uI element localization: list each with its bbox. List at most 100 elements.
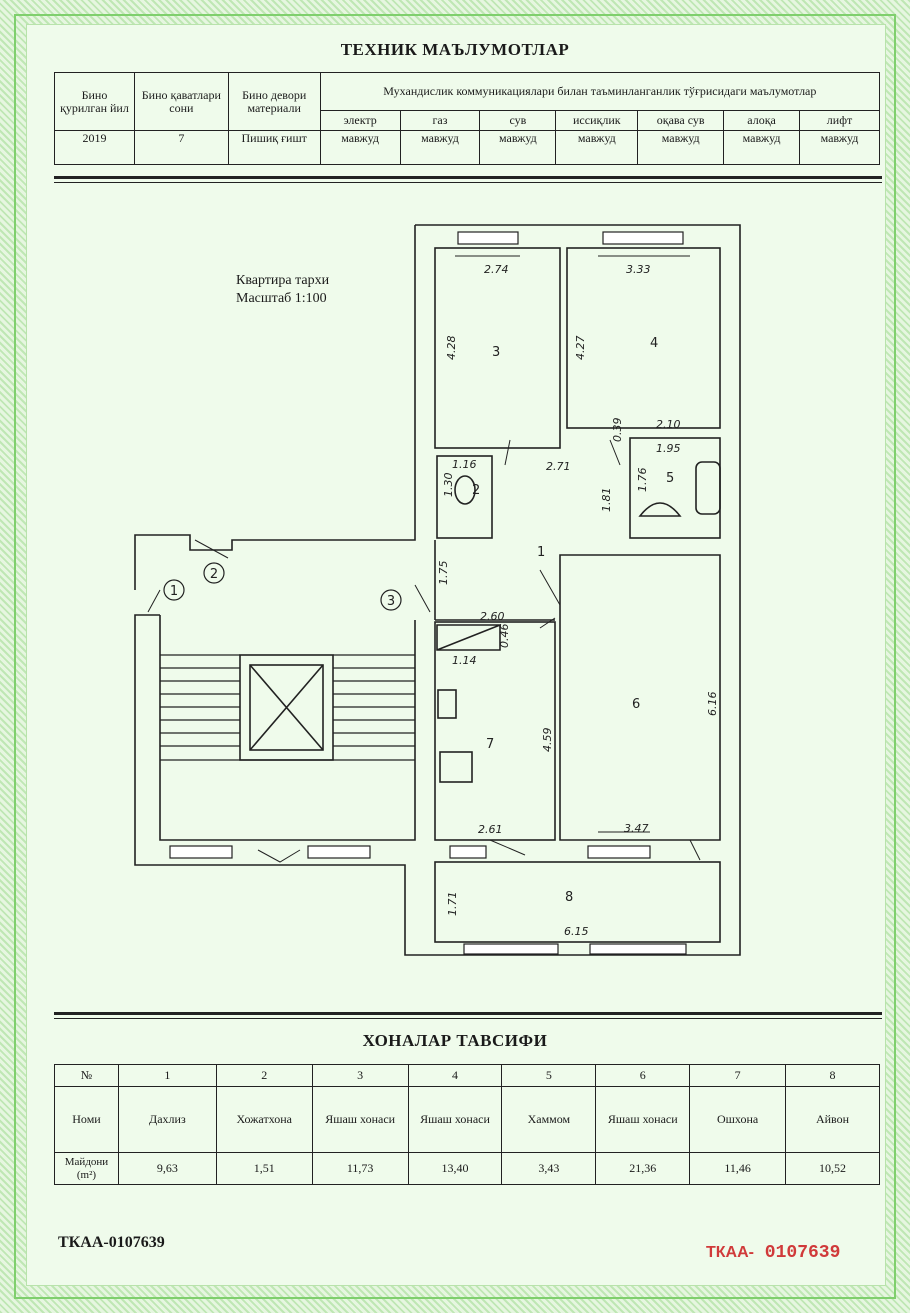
room-no: 3 xyxy=(311,1064,409,1087)
rooms-area-label: Майдони (m²) xyxy=(54,1152,119,1185)
sink-icon xyxy=(437,689,457,719)
dim-r8-h: 1.71 xyxy=(446,892,459,917)
dim-r2-w: 1.16 xyxy=(452,458,477,471)
washbasin-icon xyxy=(638,502,682,517)
room-area: 9,63 xyxy=(117,1152,217,1185)
plan-outer-wall xyxy=(134,224,741,956)
comm-value: мавжуд xyxy=(399,130,481,165)
plan-label-scale: Масштаб 1:100 xyxy=(236,291,327,306)
room-area: 11,46 xyxy=(689,1152,787,1185)
dim-r4-w: 3.33 xyxy=(626,263,651,276)
rooms-area-row: Майдони (m²) 9,63 1,51 11,73 13,40 3,43 … xyxy=(54,1152,880,1185)
dim-r6-h: 6.16 xyxy=(706,692,719,717)
dim-r6-w: 3.47 xyxy=(624,822,649,835)
comm-item: лифт xyxy=(799,110,880,131)
dim-r2-h: 1.30 xyxy=(442,473,455,498)
marker-2: 2 xyxy=(210,567,218,582)
rooms-number-row: № 1 2 3 4 5 6 7 8 xyxy=(54,1064,880,1087)
room-no: 6 xyxy=(595,1064,691,1087)
comm-value: мавжуд xyxy=(799,130,880,165)
marker-circle-3 xyxy=(380,589,402,611)
tech-data-title: ТЕХНИК МАЪЛУМОТЛАР xyxy=(340,40,570,59)
values-row: 2019 7 Пишиқ ғишт мавжуд мавжуд мавжуд м… xyxy=(54,130,880,165)
dim-r3-h: 4.28 xyxy=(445,336,458,361)
dim-046: 0.46 xyxy=(498,624,511,649)
room-no: 2 xyxy=(215,1064,313,1087)
room-number-2: 2 xyxy=(472,483,480,498)
room-name: Яшаш хонаси xyxy=(595,1086,691,1153)
dim-271: 2.71 xyxy=(546,460,571,473)
dim-039: 0.39 xyxy=(611,418,624,443)
rooms-table: № 1 2 3 4 5 6 7 8 Номи Дахлиз Хожатхона … xyxy=(54,1064,880,1185)
room-no: 1 xyxy=(117,1064,217,1087)
serial-prefix: ТКАА- xyxy=(706,1244,754,1261)
room-no: 5 xyxy=(501,1064,597,1087)
marker-circle-2 xyxy=(203,562,225,584)
divider-bottom xyxy=(54,1012,882,1019)
room-area: 3,43 xyxy=(501,1152,597,1185)
corridor-walls xyxy=(434,540,721,841)
divider-top xyxy=(54,176,882,183)
comm-items-row: электр газ сув иссиқлик оқава сув алоқа … xyxy=(55,110,880,131)
elevator-cab xyxy=(249,664,324,751)
rooms-no-label: № xyxy=(54,1064,119,1087)
elevator-shaft xyxy=(239,654,334,761)
col-comm-header: Мухандислик коммуникациялари билан таъми… xyxy=(319,72,881,111)
stove-icon xyxy=(439,751,473,783)
dim-260: 2.60 xyxy=(480,610,505,623)
room-3-outline xyxy=(434,247,561,449)
comm-item: электр xyxy=(319,110,401,131)
room-area: 11,73 xyxy=(311,1152,409,1185)
room-name: Хаммом xyxy=(501,1086,597,1153)
comm-value: мавжуд xyxy=(555,130,639,165)
plan-label: Квартира тархи Масштаб 1:100 xyxy=(236,272,329,308)
dim-114: 1.14 xyxy=(452,654,477,667)
room-no: 7 xyxy=(689,1064,787,1087)
rooms-name-row: Номи Дахлиз Хожатхона Яшаш хонаси Яшаш х… xyxy=(54,1086,880,1153)
col-material-header: Бино девори материали xyxy=(227,72,321,131)
comm-item: иссиқлик xyxy=(555,110,639,131)
elevator-cross xyxy=(249,664,324,751)
room-7-outline xyxy=(434,621,556,841)
material-value: Пишиқ ғишт xyxy=(227,130,321,165)
dim-r5-h: 1.76 xyxy=(636,468,649,493)
dim-r5-w: 1.95 xyxy=(656,442,681,455)
dim-r4-b: 2.10 xyxy=(656,418,681,431)
room-number-7: 7 xyxy=(486,737,494,752)
marker-1: 1 xyxy=(170,584,178,599)
year-value: 2019 xyxy=(54,130,135,165)
marker-3: 3 xyxy=(387,594,395,609)
room-area: 21,36 xyxy=(595,1152,691,1185)
serial-digits: 0107639 xyxy=(764,1243,841,1263)
comm-value: мавжуд xyxy=(479,130,557,165)
stair-hall-inner xyxy=(159,615,416,841)
toilet-icon xyxy=(454,475,476,505)
room-number-3: 3 xyxy=(492,345,500,360)
floors-value: 7 xyxy=(133,130,229,165)
dim-r7-h: 4.59 xyxy=(541,728,554,753)
serial-number-right: ТКАА- 0107639 xyxy=(706,1243,840,1263)
plan-label-title: Квартира тархи xyxy=(236,273,330,288)
bathtub-icon xyxy=(695,461,721,515)
room-2-outline xyxy=(436,455,493,539)
serial-number-left: ТКАА-0107639 xyxy=(58,1234,165,1251)
room-name: Ошхона xyxy=(689,1086,787,1153)
room-number-6: 6 xyxy=(632,697,640,712)
room-8-outline xyxy=(434,861,721,943)
storage-niche xyxy=(436,624,501,651)
col-floors-header: Бино қаватлари сони xyxy=(133,72,229,131)
room-number-4: 4 xyxy=(650,336,658,351)
room-name: Дахлиз xyxy=(117,1086,217,1153)
room-number-1: 1 xyxy=(537,545,545,560)
room-area: 10,52 xyxy=(785,1152,880,1185)
dim-r7-w: 2.61 xyxy=(478,823,503,836)
room-4-outline xyxy=(566,247,721,429)
rooms-title: ХОНАЛАР ТАВСИФИ xyxy=(362,1031,548,1050)
room-name: Айвон xyxy=(785,1086,880,1153)
dim-r3-w: 2.74 xyxy=(484,263,509,276)
room-number-8: 8 xyxy=(565,890,573,905)
room-no: 8 xyxy=(785,1064,880,1087)
comm-value: мавжуд xyxy=(637,130,725,165)
tech-data-table: Бино қурилган йил Бино қаватлари сони Би… xyxy=(54,72,881,165)
